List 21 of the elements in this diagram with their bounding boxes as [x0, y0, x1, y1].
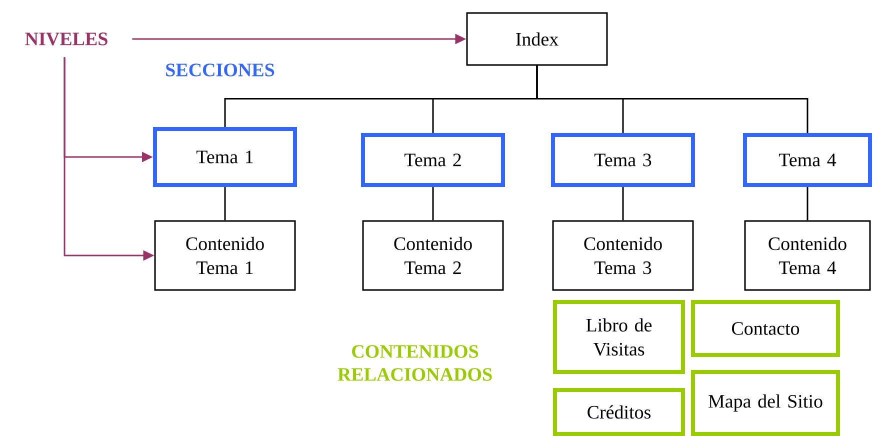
related-content-box: Libro de Visitas: [553, 300, 685, 374]
connector-line: [536, 66, 808, 133]
related-content-box: Mapa del Sitio: [691, 370, 840, 436]
connector-line: [224, 187, 226, 220]
connector-line: [806, 187, 808, 220]
section-box: Tema 2: [361, 133, 505, 187]
page-box: Contenido Tema 1: [154, 220, 296, 291]
related-content-box: Contacto: [691, 300, 840, 357]
page-box: Index: [466, 12, 608, 66]
section-heading: SECCIONES: [166, 64, 274, 76]
section-box: Tema 1: [153, 127, 297, 187]
connector-line: [622, 187, 624, 220]
page-box: Contenido Tema 4: [744, 220, 871, 291]
page-box: Contenido Tema 2: [362, 220, 504, 291]
related-content-box: Créditos: [553, 388, 685, 436]
page-box: Contenido Tema 3: [552, 220, 694, 291]
connector-line: [432, 187, 434, 220]
level-label: NIVELES: [25, 32, 108, 46]
section-box: Tema 3: [551, 133, 695, 187]
related-content-heading: CONTENIDOS RELACIONADOS: [338, 345, 492, 381]
section-box: Tema 4: [743, 133, 872, 187]
